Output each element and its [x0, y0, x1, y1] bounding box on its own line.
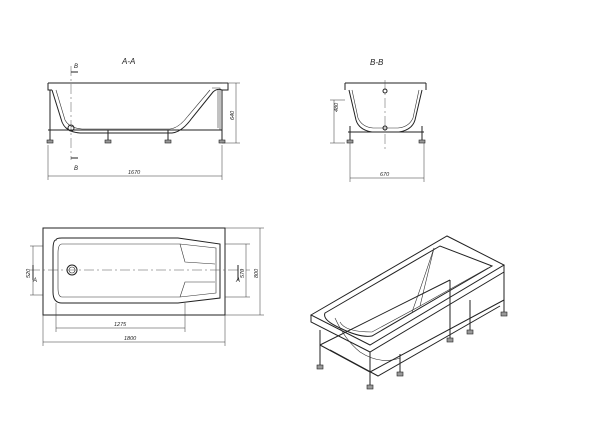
dimension-length-plan: 1800 — [124, 336, 137, 342]
dimension-line-height-end — [330, 99, 345, 144]
basin-inner — [57, 243, 217, 298]
section-cut-label-top: B — [74, 64, 78, 70]
plan-cut-left: A — [32, 278, 37, 284]
tub-rim-end — [344, 82, 427, 90]
dimension-height: 640 — [230, 110, 236, 120]
frame-legs-end — [349, 126, 423, 140]
iso-frame-legs — [319, 272, 505, 385]
foot — [104, 139, 112, 144]
section-bb-view: B-B 670 480 — [330, 58, 427, 182]
tub-rim — [47, 82, 229, 91]
tub-outline — [42, 227, 226, 316]
backrest-plan — [179, 243, 216, 298]
dimension-line-width — [349, 143, 425, 182]
foot — [366, 384, 374, 390]
section-bb-title: B-B — [370, 58, 384, 67]
section-aa-title: A-A — [121, 57, 135, 66]
dimension-length: 1670 — [128, 170, 141, 176]
basin-outline — [52, 237, 221, 304]
iso-rim-top — [309, 235, 506, 346]
foot — [346, 139, 354, 144]
section-arrow-icon — [32, 265, 239, 280]
tub-end-inner — [351, 89, 420, 129]
section-aa-view: A-A B B 1670 640 — [46, 57, 240, 180]
dimension-line-left — [30, 245, 43, 296]
dimension-left: 520 — [26, 268, 32, 278]
isometric-view — [309, 235, 508, 390]
foot — [466, 329, 474, 335]
dimension-line-width-plan — [225, 227, 264, 316]
backrest-line — [212, 87, 221, 130]
dimension-width-plan: 800 — [254, 268, 260, 278]
iso-shell-side — [334, 317, 401, 361]
dimension-line-inner-width — [225, 243, 250, 298]
foot — [418, 139, 426, 144]
plan-view: A A 520 570 800 1275 1800 — [26, 227, 264, 346]
plan-cut-right: A — [235, 278, 240, 284]
frame-legs — [49, 90, 223, 140]
iso-basin-floor — [419, 267, 489, 307]
dimension-width: 670 — [380, 172, 390, 178]
iso-frame-rails — [319, 279, 505, 378]
tub-inner-profile — [55, 89, 211, 130]
dimension-line-length-plan — [42, 315, 226, 346]
foot — [396, 371, 404, 377]
section-arrow-icon — [71, 71, 78, 159]
dimension-height-end: 480 — [334, 102, 340, 112]
iso-frame-rail-lower — [329, 305, 501, 377]
dimension-inner-width: 570 — [240, 268, 246, 278]
iso-backrest — [411, 247, 435, 313]
dimension-line-height — [222, 82, 240, 144]
section-cut-label-bottom: B — [74, 166, 78, 172]
foot — [218, 139, 226, 144]
dimension-line-length — [47, 145, 223, 180]
iso-basin-opening — [324, 245, 494, 337]
tub-outer-profile — [51, 88, 223, 134]
foot — [316, 364, 324, 370]
dimension-inner-length: 1275 — [114, 322, 127, 328]
foot — [164, 139, 172, 144]
foot — [500, 311, 508, 317]
foot — [446, 337, 454, 343]
foot — [46, 139, 54, 144]
iso-basin-inner — [339, 247, 435, 333]
iso-rim-edge — [310, 265, 505, 353]
dimension-line-inner-length — [55, 303, 186, 332]
